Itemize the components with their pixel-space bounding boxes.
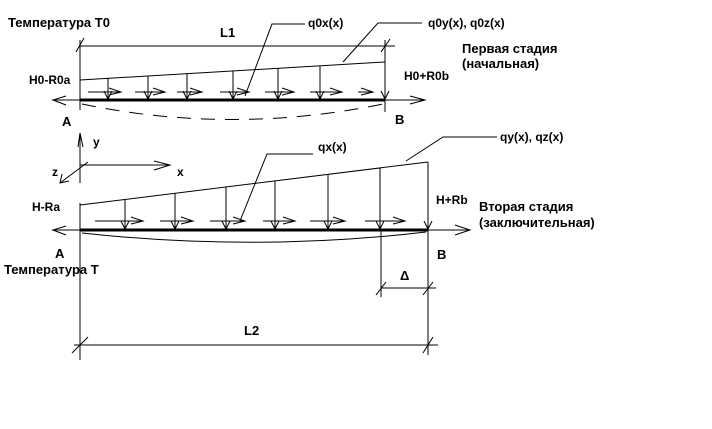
axial-load-arrow (265, 87, 296, 96)
stage1-axial-load-leader (244, 23, 305, 97)
stage2-left-arrow (51, 225, 80, 236)
stage2-support-b-label: B (437, 247, 446, 262)
stage2-title-line2: (заключительная) (479, 215, 595, 230)
stage2-vertical-load-arrows (120, 162, 433, 231)
stage1-span-dimension (75, 37, 395, 53)
stage1-left-arrow (51, 95, 80, 106)
vertical-load-arrow (380, 62, 390, 101)
vertical-load-arrow (228, 70, 238, 101)
stage2-support-a-label: A (55, 246, 65, 261)
y-axis-label: y (93, 135, 100, 149)
stage1-temperature-label: Температура T0 (8, 15, 110, 30)
stage2-load-envelope (79, 161, 429, 206)
axial-load-arrow (263, 216, 297, 225)
axial-load-arrow (310, 216, 347, 225)
stage2-displacement-dimension (375, 281, 436, 296)
axial-load-arrow (160, 216, 195, 225)
axial-load-arrow (88, 87, 123, 96)
stage2-left-height-label: H-Ra (32, 200, 60, 214)
y-axis-arrowhead (77, 132, 84, 148)
vertical-load-arrow (103, 78, 113, 101)
stage2-right-height-label: H+Rb (436, 193, 468, 207)
stage1-support-a-label: A (62, 114, 72, 129)
stage1-support-b-label: B (395, 112, 404, 127)
vertical-load-arrow (315, 65, 325, 101)
stage2-span-label: L2 (244, 323, 259, 338)
vertical-load-arrow (170, 193, 180, 231)
vertical-load-arrow (270, 180, 280, 231)
axial-load-arrow (177, 87, 204, 96)
vertical-load-arrow (273, 68, 283, 101)
axial-load-arrow (365, 216, 407, 225)
vertical-load-arrow (182, 73, 192, 101)
stage2-axial-load-label: qx(x) (318, 140, 347, 154)
stage2-title-line1: Вторая стадия (479, 199, 573, 214)
stage1-title-line2: (начальная) (462, 56, 539, 71)
vertical-load-arrow (375, 167, 385, 231)
stage1-sag-curve (81, 103, 384, 120)
stage2-group: qx(x) qy(x), qz(x) H-Ra H+Rb A B Темпера… (4, 130, 595, 360)
vertical-load-arrow (221, 186, 231, 231)
stage2-axial-load-arrows (95, 216, 407, 225)
coordinate-axes: y x z (52, 132, 184, 184)
x-axis-label: x (177, 165, 184, 179)
stage2-axial-load-leader (239, 153, 313, 222)
stage1-vertical-load-arrows (103, 62, 390, 101)
stage2-right-arrow (428, 224, 472, 236)
stage1-right-height-label: H0+R0b (404, 69, 449, 83)
vertical-load-arrow (143, 75, 153, 101)
vertical-load-arrow (323, 174, 333, 231)
stage1-right-arrow (385, 95, 427, 105)
axial-load-arrow (310, 87, 344, 96)
vertical-load-arrow (423, 162, 433, 231)
stage1-left-height-label: H0-R0a (29, 73, 71, 87)
z-axis-label: z (52, 165, 58, 179)
stage2-transverse-load-leader (405, 136, 497, 162)
axial-load-arrow (95, 216, 145, 225)
axial-load-arrow (135, 87, 167, 96)
stage1-group: Температура T0 L1 (8, 15, 557, 129)
stage1-transverse-load-label: q0y(x), q0z(x) (428, 16, 505, 30)
stage1-axial-load-label: q0x(x) (308, 16, 343, 30)
axial-load-arrow (220, 87, 251, 96)
stage2-temperature-label: Температура T (4, 262, 99, 277)
stage2-sag-curve (81, 231, 427, 243)
stage2-transverse-load-label: qy(x), qz(x) (500, 130, 563, 144)
x-axis-arrowhead (153, 160, 172, 171)
stage1-title-line1: Первая стадия (462, 41, 557, 56)
stage1-transverse-load-leader (342, 22, 422, 63)
stage2-span-dimension (71, 336, 438, 354)
stage2-displacement-label: Δ (400, 268, 409, 283)
z-axis-arrowhead (59, 173, 70, 184)
axial-load-arrow (210, 216, 247, 225)
axial-load-arrow (358, 87, 375, 96)
z-axis (59, 161, 89, 184)
stage1-axial-load-arrows (88, 87, 375, 96)
vertical-load-arrow (120, 199, 130, 231)
stage1-span-label: L1 (220, 25, 235, 40)
